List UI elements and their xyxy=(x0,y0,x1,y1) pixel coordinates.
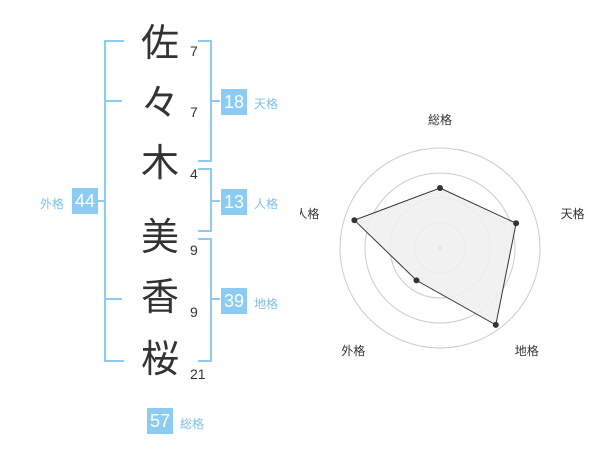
name-char-1: 佐 xyxy=(140,21,179,65)
jinkaku-connector xyxy=(210,200,220,202)
stroke-count-4: 9 xyxy=(190,242,198,258)
gaikaku-label: 外格 xyxy=(40,197,65,211)
tenkaku-value: 18 xyxy=(221,89,247,115)
stroke-count-2: 7 xyxy=(190,104,198,120)
radar-point-5 xyxy=(351,217,358,224)
gaikaku-bracket xyxy=(104,40,124,362)
stroke-count-1: 7 xyxy=(190,43,198,59)
name-char-6: 桜 xyxy=(140,337,179,381)
name-char-4: 美 xyxy=(140,215,179,259)
gaikaku-tick-1 xyxy=(104,100,122,102)
radar-point-4 xyxy=(413,277,420,284)
soukaku-label: 総格 xyxy=(180,417,205,431)
chikaku-bracket xyxy=(198,238,212,362)
stroke-count-5: 9 xyxy=(190,304,198,320)
chikaku-label: 地格 xyxy=(254,297,279,311)
name-char-5: 香 xyxy=(140,275,179,319)
soukaku-value: 57 xyxy=(147,408,173,434)
gaikaku-tick-2 xyxy=(104,298,122,300)
name-char-3: 木 xyxy=(140,141,179,185)
radar-ring-4 xyxy=(339,147,541,349)
gaikaku-connector xyxy=(98,200,106,202)
radar-axis-label-3: 地格 xyxy=(515,343,539,358)
radar-point-2 xyxy=(513,220,520,227)
tenkaku-label: 天格 xyxy=(254,97,279,111)
jinkaku-value: 13 xyxy=(221,189,247,215)
radar-axis-label-5: 人格 xyxy=(300,206,319,221)
stroke-count-6: 21 xyxy=(190,366,206,382)
radar-polygon xyxy=(353,187,517,326)
name-char-2: 々 xyxy=(140,81,179,125)
chikaku-value: 39 xyxy=(221,288,247,314)
radar-axis-label-4: 外格 xyxy=(341,343,365,358)
radar-ring-3 xyxy=(364,172,516,324)
radar-axis-label-2: 天格 xyxy=(561,206,585,221)
radar-point-1 xyxy=(437,185,443,191)
chikaku-connector xyxy=(210,298,220,300)
jinkaku-label: 人格 xyxy=(254,197,279,211)
radar-point-3 xyxy=(492,321,499,328)
stroke-count-3: 4 xyxy=(190,166,198,182)
radar-axis-label-1: 総格 xyxy=(428,112,452,127)
tenkaku-connector xyxy=(210,100,220,102)
gaikaku-value: 44 xyxy=(72,188,98,214)
